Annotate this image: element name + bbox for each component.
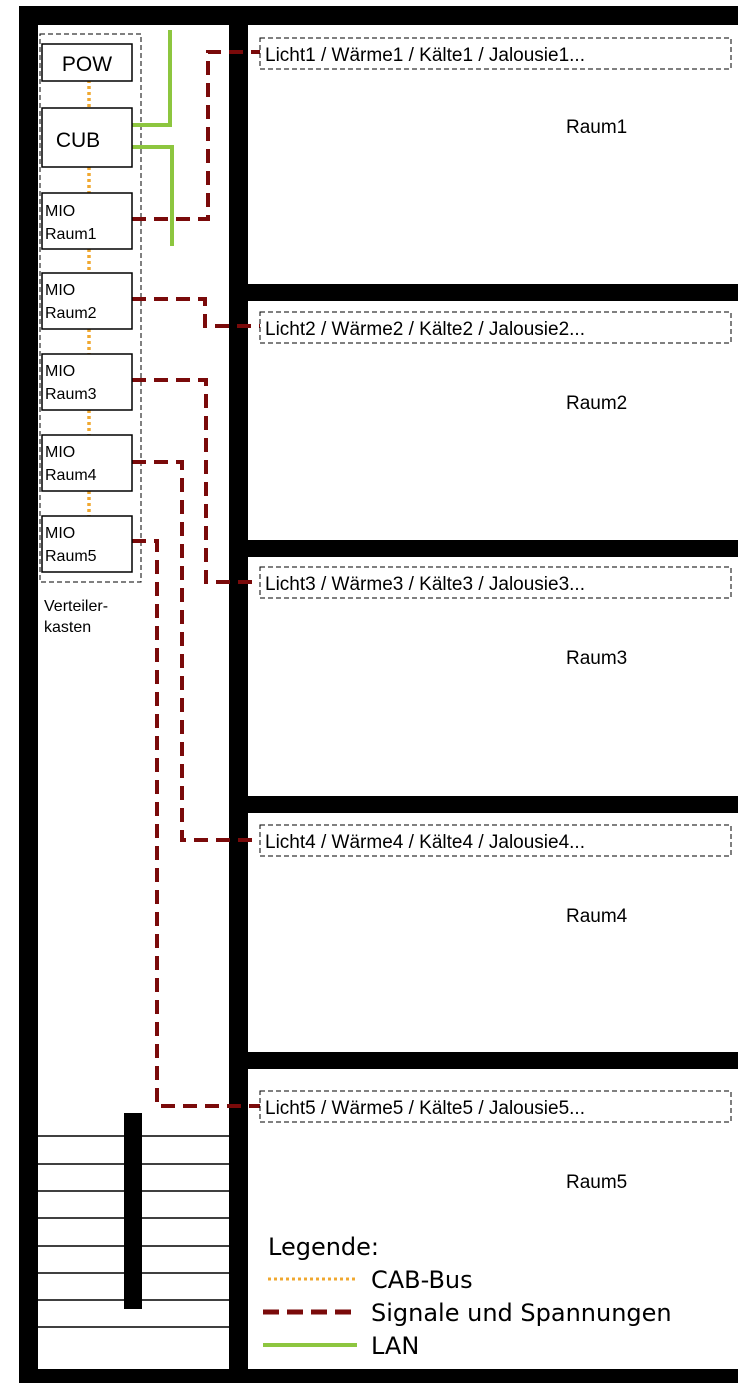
room-divider-4 bbox=[248, 1052, 738, 1069]
mio-raum1: MIO Raum1 bbox=[41, 192, 133, 250]
room-2: Licht2 / Wärme2 / Kälte2 / Jalousie2... … bbox=[259, 311, 732, 414]
staircase bbox=[38, 1113, 229, 1328]
room-4: Licht4 / Wärme4 / Kälte4 / Jalousie4... … bbox=[259, 824, 732, 927]
signal-lines bbox=[132, 50, 260, 1108]
bottom-wall bbox=[19, 1369, 738, 1383]
cub-label: CUB bbox=[56, 129, 100, 152]
room-name: Raum4 bbox=[566, 906, 628, 927]
mio-title: MIO bbox=[45, 203, 75, 220]
lan-line bbox=[132, 30, 174, 246]
cabinet-label-line1: Verteiler- bbox=[44, 598, 108, 615]
mio-raum2: MIO Raum2 bbox=[41, 272, 133, 330]
mio-room-label: Raum2 bbox=[45, 305, 97, 322]
corridor-wall bbox=[229, 6, 248, 1383]
legend-item-signals: Signale und Spannungen bbox=[371, 1299, 672, 1327]
room-loads-box bbox=[259, 1090, 732, 1123]
device-cub: CUB bbox=[41, 107, 133, 168]
room-loads-label: Licht2 / Wärme2 / Kälte2 / Jalousie2... bbox=[265, 319, 585, 340]
building-walls bbox=[19, 6, 738, 1383]
room-loads-label: Licht1 / Wärme1 / Kälte1 / Jalousie1... bbox=[265, 45, 585, 66]
room-5: Licht5 / Wärme5 / Kälte5 / Jalousie5... … bbox=[259, 1090, 732, 1193]
legend-item-cab-bus: CAB-Bus bbox=[371, 1266, 473, 1294]
mio-room-label: Raum1 bbox=[45, 226, 97, 243]
legend-item-lan: LAN bbox=[371, 1332, 419, 1360]
mio-room-label: Raum3 bbox=[45, 386, 97, 403]
room-loads-label: Licht3 / Wärme3 / Kälte3 / Jalousie3... bbox=[265, 574, 585, 595]
room-name: Raum3 bbox=[566, 648, 627, 669]
room-3: Licht3 / Wärme3 / Kälte3 / Jalousie3... … bbox=[259, 566, 732, 669]
room-loads-box bbox=[259, 37, 732, 70]
mio-title: MIO bbox=[45, 444, 75, 461]
room-name: Raum2 bbox=[566, 393, 627, 414]
top-wall bbox=[19, 6, 738, 25]
room-name: Raum1 bbox=[566, 117, 627, 138]
left-wall bbox=[19, 6, 38, 1383]
room-loads-box bbox=[259, 824, 732, 857]
signal-line-raum4 bbox=[132, 460, 260, 842]
distribution-cabinet bbox=[39, 33, 142, 583]
legend: Legende: CAB-Bus Signale und Spannungen … bbox=[263, 1233, 672, 1360]
mio-room-label: Raum5 bbox=[45, 548, 97, 565]
signal-line-raum1 bbox=[132, 50, 260, 221]
room-loads-label: Licht5 / Wärme5 / Kälte5 / Jalousie5... bbox=[265, 1098, 585, 1119]
mio-title: MIO bbox=[45, 525, 75, 542]
room-1: Licht1 / Wärme1 / Kälte1 / Jalousie1... … bbox=[259, 37, 732, 138]
legend-title: Legende: bbox=[268, 1233, 379, 1261]
room-divider-1 bbox=[248, 284, 738, 301]
mio-raum3: MIO Raum3 bbox=[41, 353, 133, 411]
room-name: Raum5 bbox=[566, 1172, 627, 1193]
device-pow: POW bbox=[41, 43, 133, 82]
room-divider-3 bbox=[248, 796, 738, 813]
mio-title: MIO bbox=[45, 282, 75, 299]
mio-raum5: MIO Raum5 bbox=[41, 515, 133, 573]
pow-label: POW bbox=[62, 53, 112, 76]
room-loads-box bbox=[259, 566, 732, 599]
signal-line-raum5 bbox=[132, 539, 260, 1108]
room-divider-2 bbox=[248, 540, 738, 557]
mio-title: MIO bbox=[45, 363, 75, 380]
room-loads-label: Licht4 / Wärme4 / Kälte4 / Jalousie4... bbox=[265, 832, 585, 853]
room-loads-box bbox=[259, 311, 732, 344]
cabinet-label-line2: kasten bbox=[44, 619, 91, 636]
mio-room-label: Raum4 bbox=[45, 467, 97, 484]
mio-raum4: MIO Raum4 bbox=[41, 434, 133, 492]
